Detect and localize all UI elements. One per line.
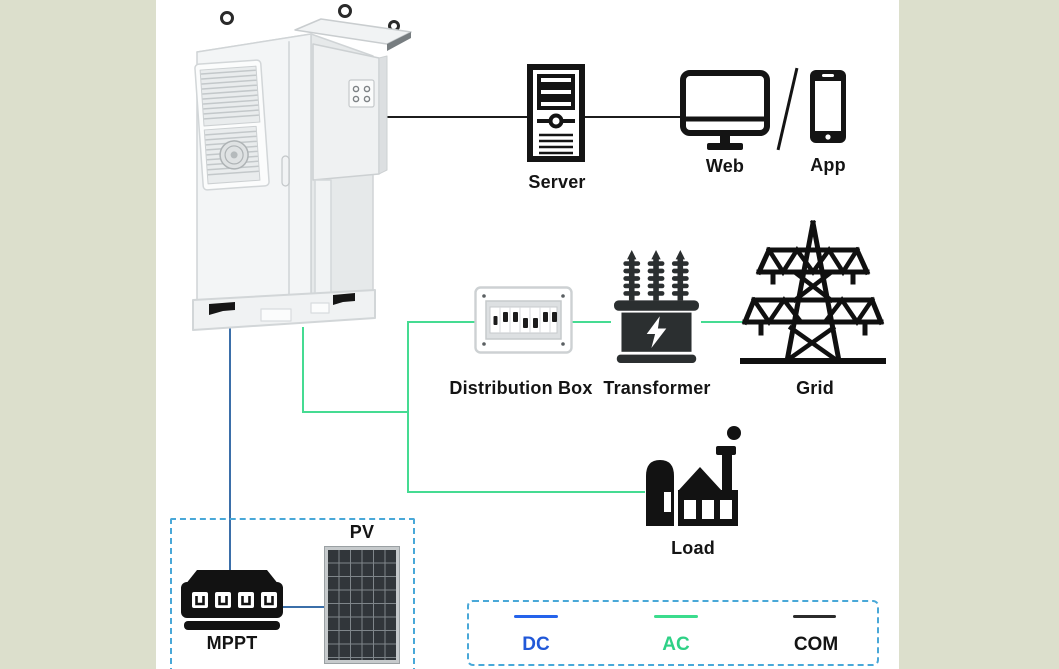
legend-com-swatch [793,615,836,618]
legend-ac-swatch [654,615,698,618]
monitor-icon [680,70,770,152]
distribution-box-label: Distribution Box [449,378,593,398]
energy-storage-cabinet-icon [183,4,413,334]
server-label: Server [528,172,586,192]
mppt-combiner-icon [181,568,283,632]
transmission-tower-icon [739,216,887,366]
grid-label: Grid [796,378,834,398]
right-background-strip [899,0,1059,669]
pv-dc-group-outline [170,518,415,669]
transformer-label: Transformer [603,378,711,398]
legend-dc-label: DC [522,634,550,655]
legend-com-label: COM [793,634,839,655]
ac-wire-to-load [409,491,645,493]
ac-wire-cabinet-down [302,327,304,413]
web-label: Web [705,156,745,176]
left-background-strip [0,0,156,669]
com-wire-cabinet-to-server [385,116,528,118]
solar-panel-icon [324,546,400,664]
app-label: App [810,155,846,175]
legend-dc-swatch [514,615,558,618]
ac-wire-transformer-to-grid [701,321,748,323]
factory-building-icon [644,420,743,527]
legend-ac-label: AC [662,634,690,655]
smartphone-icon [808,68,848,145]
pv-label: PV [349,522,375,542]
server-tower-icon [527,64,585,162]
ac-wire-junction-vertical [407,321,409,493]
mppt-label: MPPT [206,633,258,653]
load-label: Load [671,538,715,558]
ac-wire-cabinet-horizontal [302,411,409,413]
transformer-icon [610,250,703,363]
breaker-panel-icon [474,286,573,354]
ac-wire-distribution-box-to-transformer [572,321,611,323]
dc-wire-mppt-to-pv [282,606,326,608]
dc-wire-cabinet-to-mppt [229,324,231,573]
legend-box [467,600,879,666]
web-app-separator [776,67,799,151]
com-wire-server-to-web [585,116,680,118]
ac-wire-to-distribution-box [409,321,475,323]
